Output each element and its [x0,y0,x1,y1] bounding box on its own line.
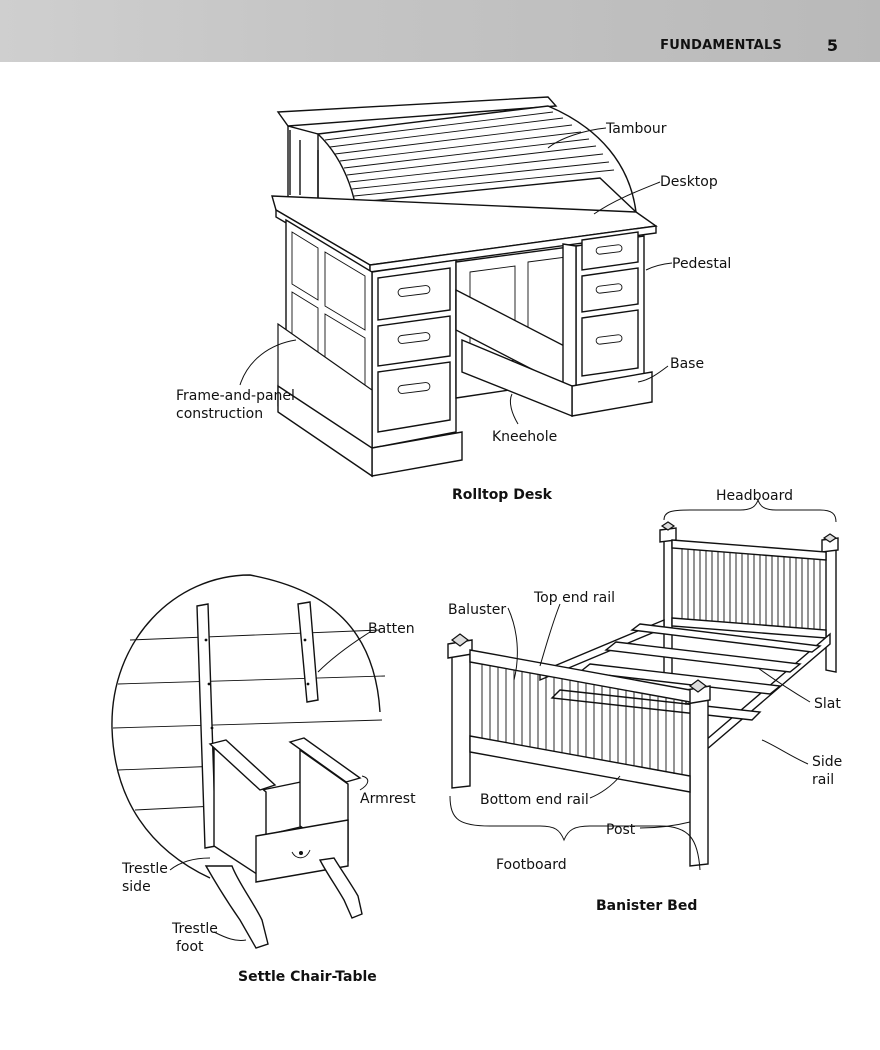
label-slat: Slat [814,696,841,712]
label-post: Post [606,822,636,838]
caption-rolltop-desk: Rolltop Desk [452,487,552,503]
page-header: FUNDAMENTALS 5 [0,0,880,62]
label-top-end-rail: Top end rail [534,590,616,606]
label-frame-and-panel: Frame-and-panel [176,388,295,404]
label-side-rail-1: Side [812,754,843,770]
caption-banister-bed: Banister Bed [596,898,698,914]
label-construction: construction [176,406,264,422]
caption-settle-chair-table: Settle Chair-Table [238,969,377,985]
label-desktop: Desktop [660,174,718,190]
label-batten: Batten [368,621,415,637]
label-side-rail-2: rail [812,772,835,788]
label-pedestal: Pedestal [672,256,732,272]
headboard-balusters [681,548,821,630]
label-footboard: Footboard [496,857,567,873]
label-headboard: Headboard [716,488,794,504]
page-number: 5 [826,36,838,55]
section-title: FUNDAMENTALS [660,38,782,53]
label-trestle-foot-1: Trestle [172,921,218,937]
label-trestle-side-2: side [122,879,151,895]
label-bottom-end-rail: Bottom end rail [480,792,589,808]
footboard-balusters [481,664,683,775]
label-armrest: Armrest [360,791,416,807]
label-baluster: Baluster [448,602,507,618]
label-tambour: Tambour [606,121,667,137]
label-trestle-foot-2: foot [176,939,204,955]
label-trestle-side-1: Trestle [122,861,168,877]
label-base: Base [670,356,705,372]
label-kneehole: Kneehole [492,429,558,445]
